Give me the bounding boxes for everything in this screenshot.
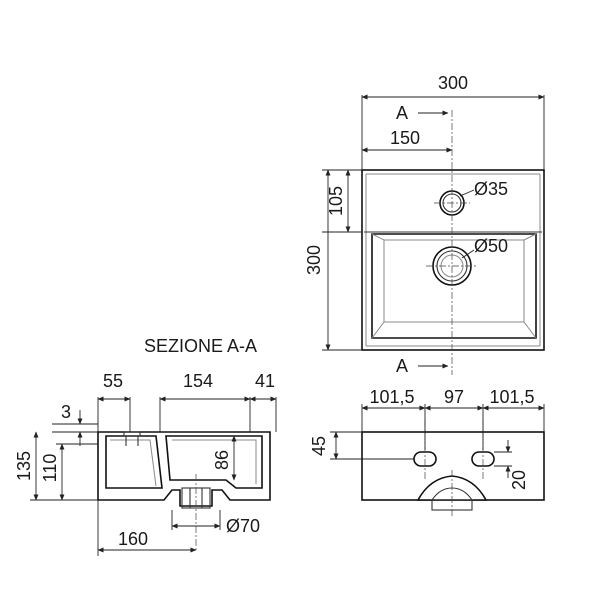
dim-tap-105: 105 xyxy=(326,186,346,216)
section-title: SEZIONE A-A xyxy=(144,336,257,356)
dim-hole-spacing: 97 xyxy=(444,387,464,407)
basin-rim-top xyxy=(365,173,541,347)
dim-height-110: 110 xyxy=(40,454,60,483)
dim-bowl-154: 154 xyxy=(183,371,213,391)
dim-half-150: 150 xyxy=(390,128,420,148)
dim-step-3: 3 xyxy=(61,402,71,422)
top-view: 300 A 150 105 300 Ø35 Ø50 A xyxy=(304,73,545,376)
section-view: SEZIONE A-A 55 154 41 xyxy=(14,336,277,556)
front-view: 101,5 97 101,5 45 20 xyxy=(309,387,545,516)
label-drain-hole: Ø50 xyxy=(474,236,508,256)
dim-drain-70: Ø70 xyxy=(226,516,260,536)
dim-back-55: 55 xyxy=(103,371,123,391)
label-tap-hole: Ø35 xyxy=(474,179,508,199)
dim-height-135: 135 xyxy=(14,451,34,481)
dim-rim-41: 41 xyxy=(255,371,275,391)
dim-hole-height: 45 xyxy=(309,436,329,456)
section-mark-a-bottom: A xyxy=(396,356,408,376)
dim-width-300: 300 xyxy=(438,73,468,93)
dim-right-margin: 101,5 xyxy=(489,387,534,407)
section-bowl xyxy=(165,435,263,489)
section-outline xyxy=(97,431,271,507)
dim-depth-300: 300 xyxy=(304,245,324,275)
dim-hole-size: 20 xyxy=(509,470,529,490)
dim-drain-160: 160 xyxy=(118,529,148,549)
section-back-block xyxy=(105,435,163,489)
basin-outline-top xyxy=(361,169,545,351)
section-mark-a-top: A xyxy=(396,103,408,123)
dim-bowl-86: 86 xyxy=(212,450,232,470)
dim-left-margin: 101,5 xyxy=(369,387,414,407)
